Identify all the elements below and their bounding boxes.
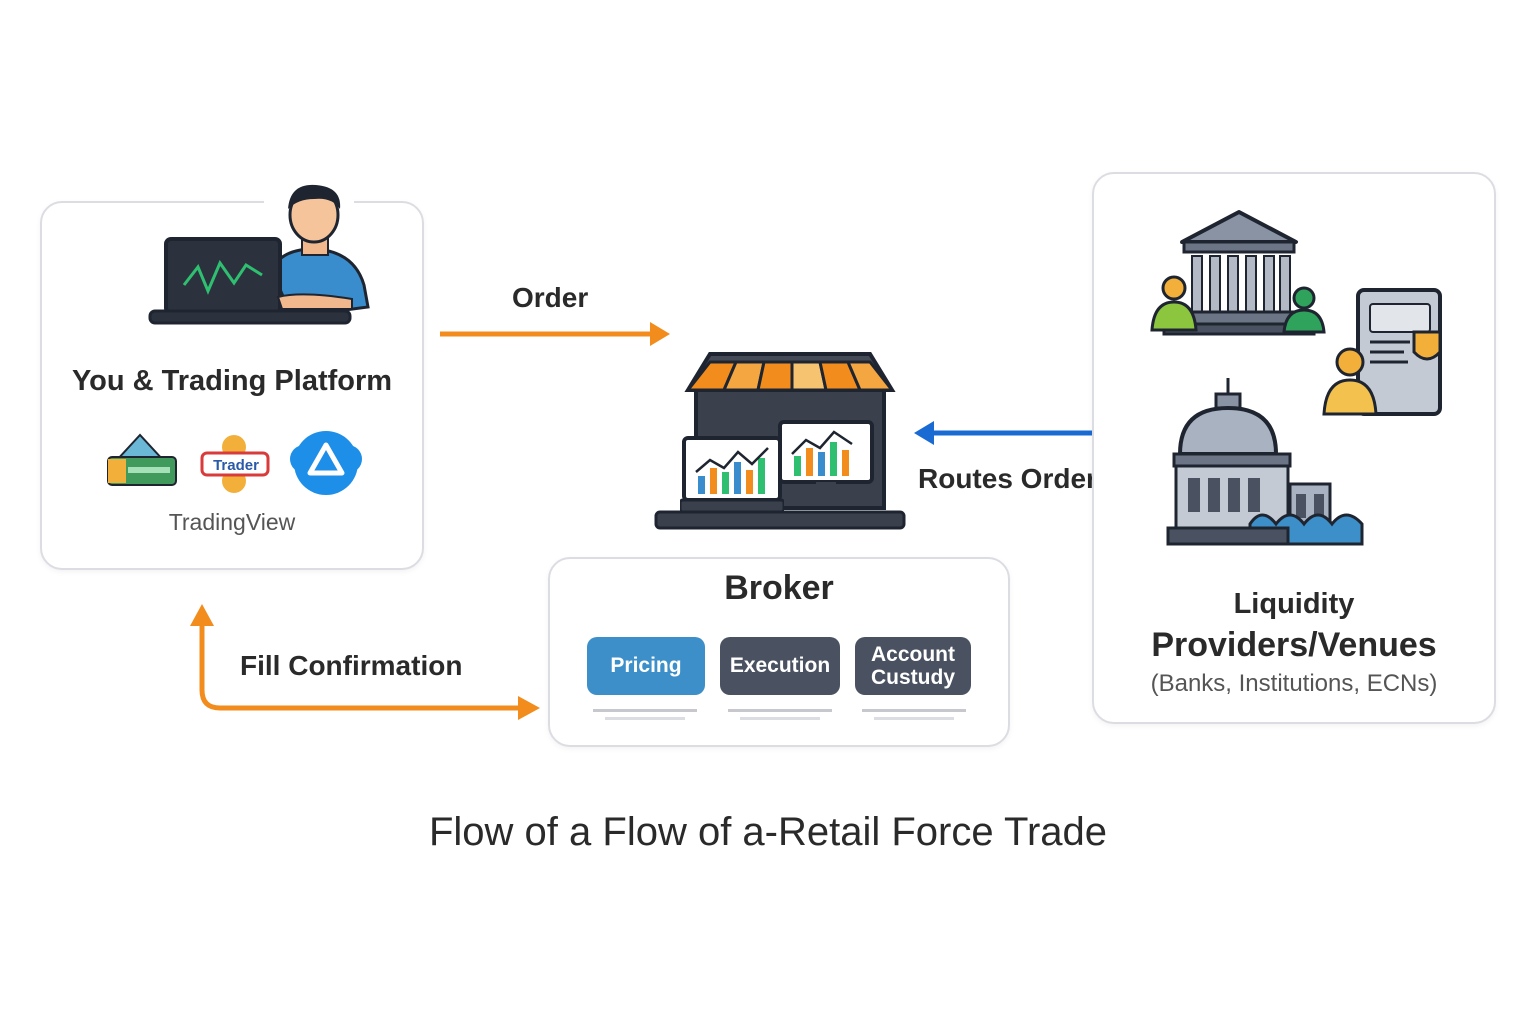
pricing-underline — [593, 709, 697, 712]
execution-underline — [728, 709, 832, 712]
you-platform-title: You & Trading Platform — [71, 365, 393, 397]
platform-logo-icon — [107, 433, 177, 486]
routes-order-label: Routes Order — [918, 463, 1097, 494]
you-platform-card: You & Trading Platform Trader TradingVie… — [40, 184, 424, 570]
liquidity-subtitle: (Banks, Institutions, ECNs) — [1150, 670, 1438, 697]
broker-title: Broker — [724, 569, 834, 607]
liquidity-title-line1: Liquidity — [1233, 588, 1355, 620]
bank-building-icon — [1150, 210, 1326, 336]
liquidity-title-line2: Providers/Venues — [1151, 626, 1437, 664]
liquidity-card: Liquidity Providers/Venues (Banks, Insti… — [1092, 172, 1496, 724]
person-at-laptop-icon — [148, 184, 370, 325]
execution-pill: Execution — [720, 637, 840, 695]
order-arrow — [440, 322, 670, 346]
laptop-chart-icon — [680, 436, 784, 514]
account-custody-pill: Account Custudy — [855, 637, 971, 695]
custody-underline — [862, 709, 966, 712]
order-label: Order — [512, 282, 589, 313]
fill-confirmation-arrow — [190, 604, 540, 720]
triangle-cloud-logo-icon — [290, 431, 362, 495]
broker-card: Broker Pricing Execution Account Custudy — [548, 557, 1010, 747]
diagram-title: Flow of a Flow of a-Retail Force Trade — [428, 810, 1108, 854]
trader-logo-text: Trader — [213, 457, 259, 474]
monitor-chart-icon — [778, 420, 874, 498]
trader-logo-icon — [200, 435, 270, 493]
pricing-pill: Pricing — [587, 637, 705, 695]
fill-confirmation-label: Fill Confirmation — [240, 650, 463, 681]
exchange-building-icon — [1166, 378, 1364, 546]
execution-underline-2 — [740, 717, 820, 720]
pricing-underline-2 — [605, 717, 685, 720]
institution-document-icon — [1322, 288, 1442, 416]
platform-caption: TradingView — [168, 509, 296, 535]
custody-underline-2 — [874, 717, 954, 720]
